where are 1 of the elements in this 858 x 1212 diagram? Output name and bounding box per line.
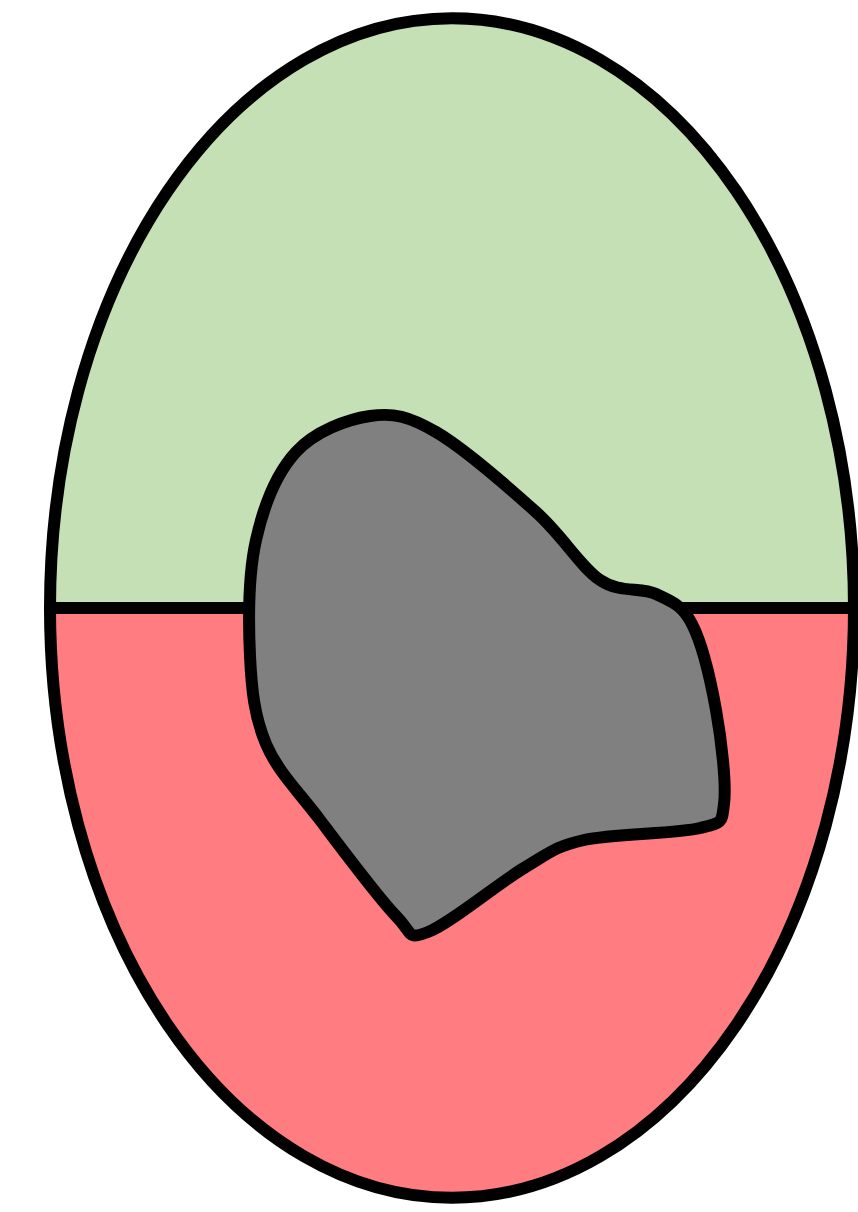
- irregular-blob: [243, 408, 731, 942]
